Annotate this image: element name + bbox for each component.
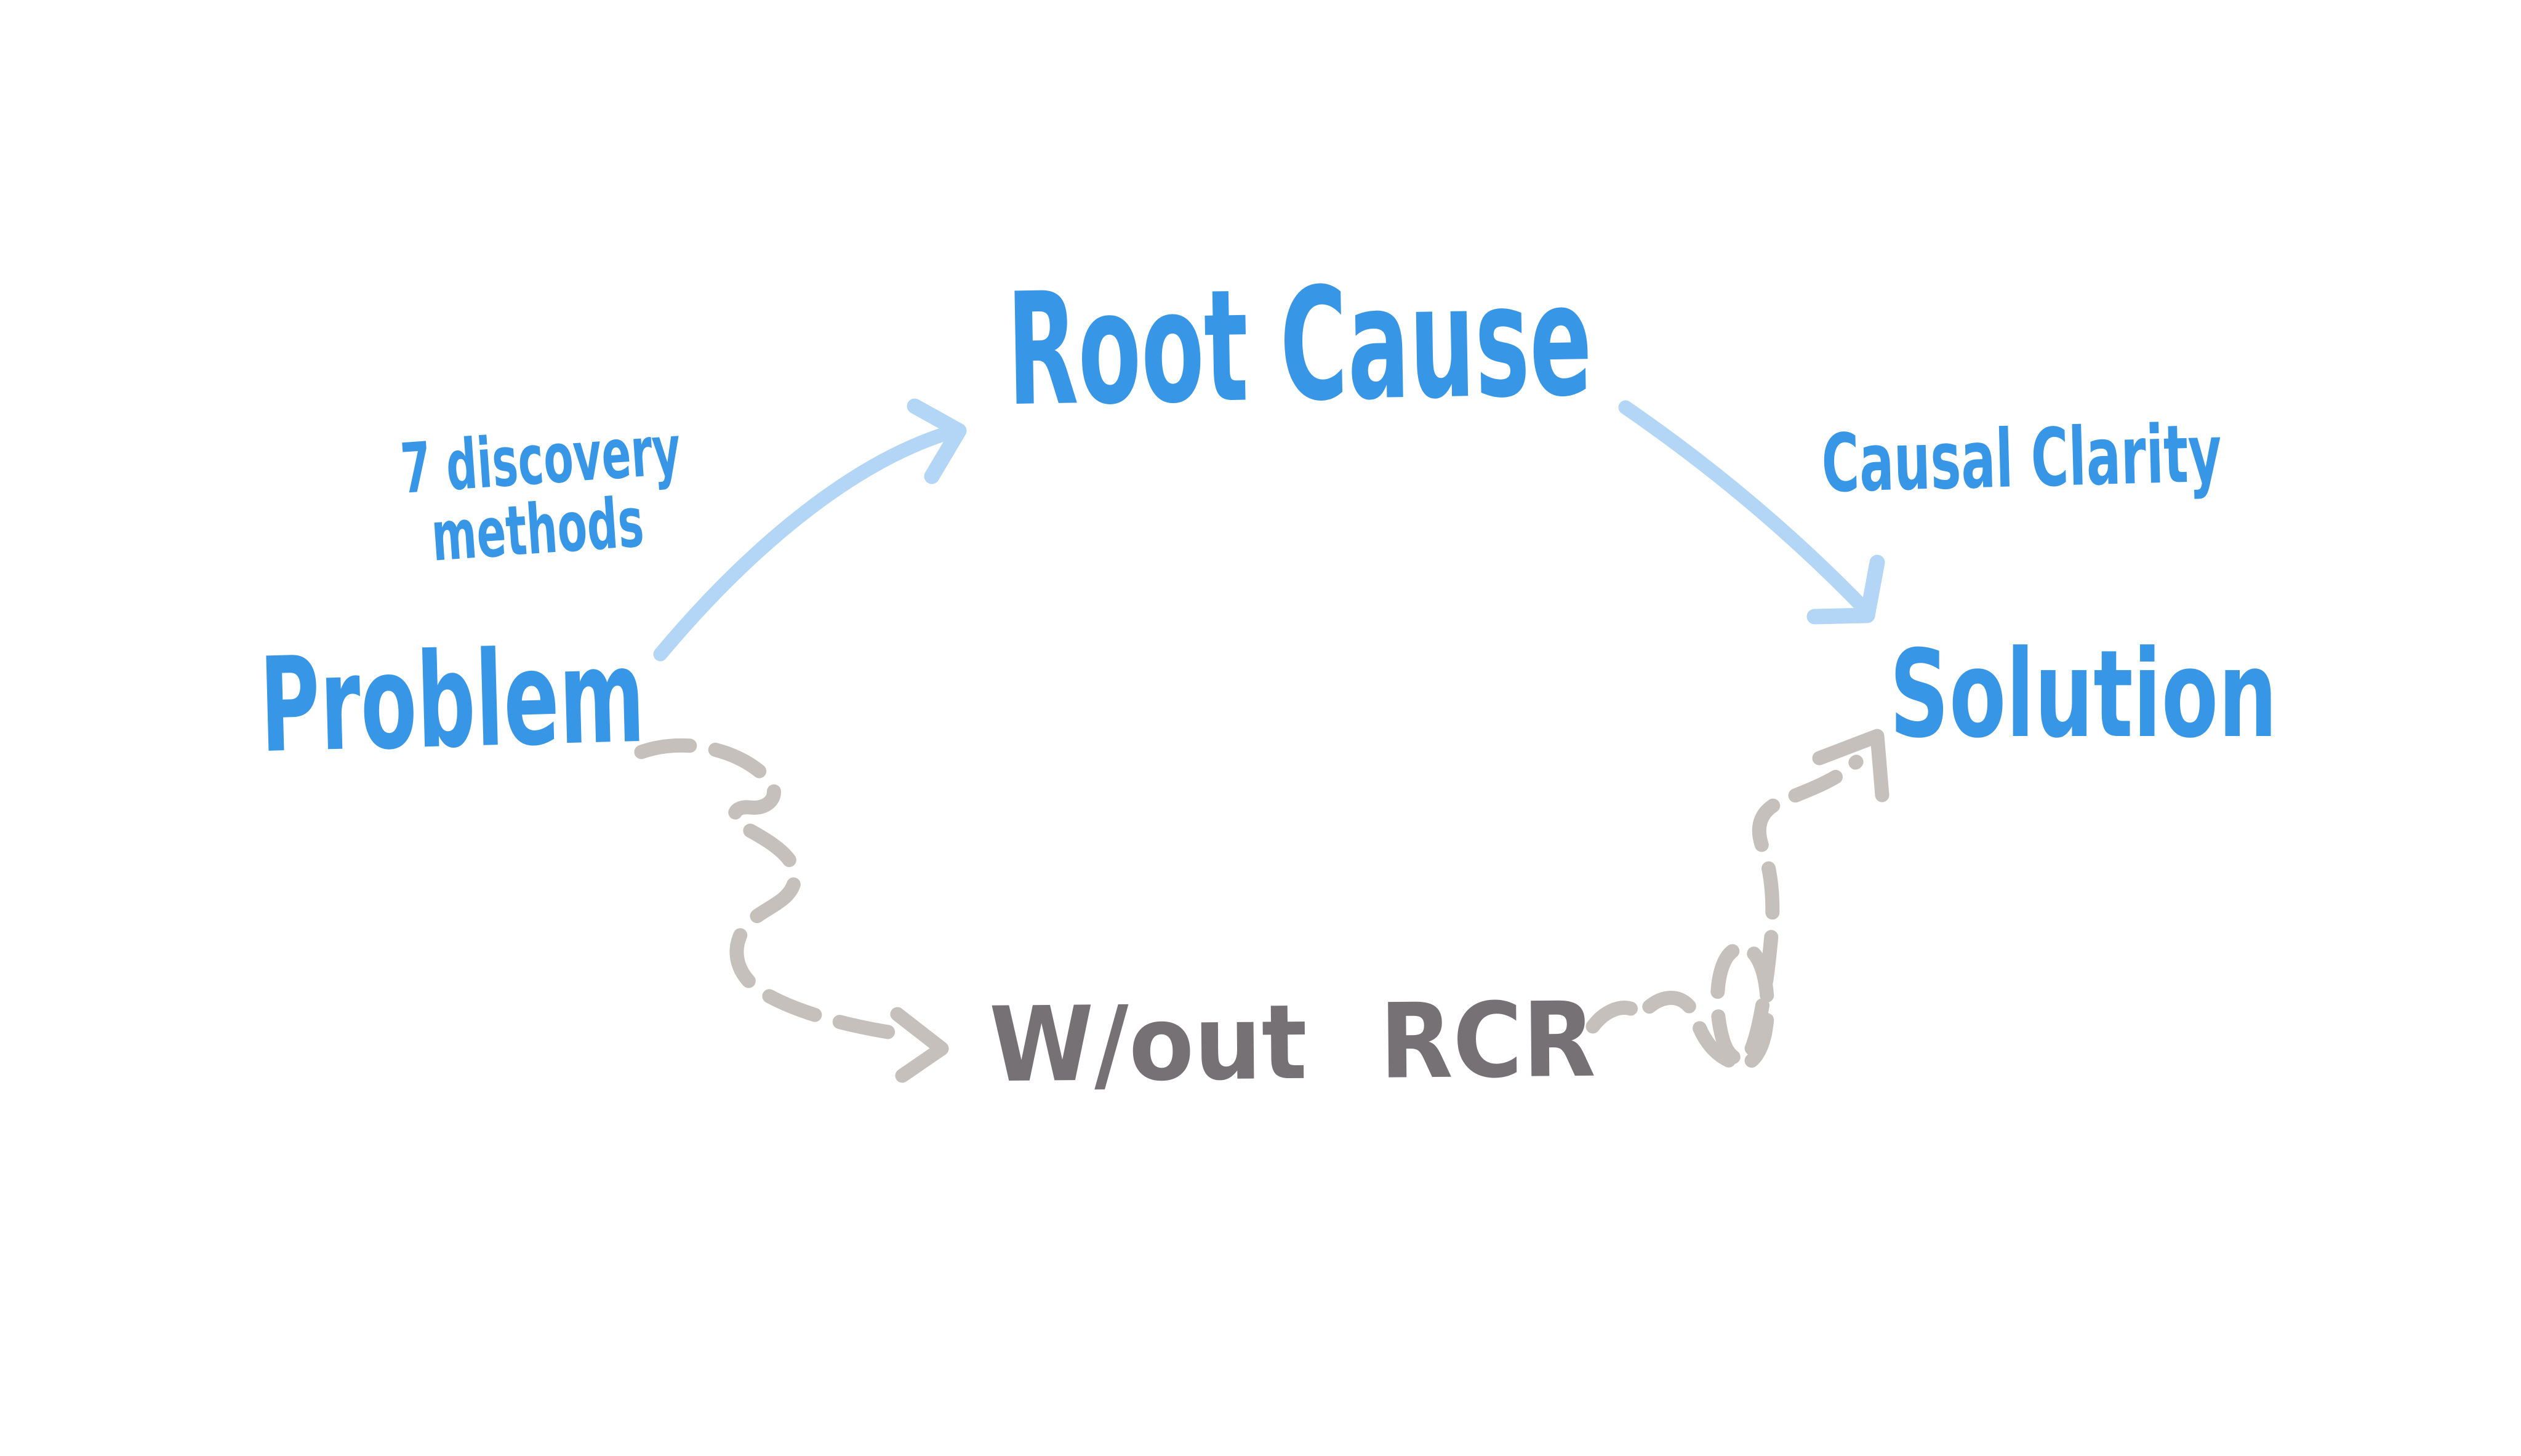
arrowhead-up-right-icon [1812, 729, 1890, 802]
node-label-solution: Solution [1890, 625, 2277, 765]
node-label-problem: Problem [258, 620, 646, 782]
edge-root-cause-to-solution [1618, 400, 1885, 625]
edge-label-discovery-line1: 7 discovery [398, 410, 683, 510]
edge-label-discovery-methods: 7 discovery methods [398, 410, 683, 577]
edge-problem-to-root-cause [653, 398, 967, 662]
arrowhead-up-right-icon [907, 398, 967, 484]
node-label-without-rcr: W/out RCR [989, 980, 1597, 1106]
arrowhead-down-right-icon [1806, 554, 1885, 625]
edge-label-causal-clarity: Causal Clarity [1821, 407, 2223, 511]
edge-label-discovery-line2: methods [429, 482, 646, 577]
edge-without-rcr-to-solution-shaft [1585, 754, 1864, 1072]
edge-problem-to-root-cause-shaft [653, 423, 963, 662]
arrowhead-right-icon [890, 1007, 949, 1083]
edge-root-cause-to-solution-shaft [1618, 400, 1872, 617]
edge-problem-to-without-rcr [634, 738, 949, 1083]
edge-without-rcr-to-solution [1585, 729, 1890, 1072]
node-label-root-cause: Root Cause [1006, 250, 1593, 441]
edge-problem-to-without-rcr-shaft [634, 738, 907, 1041]
